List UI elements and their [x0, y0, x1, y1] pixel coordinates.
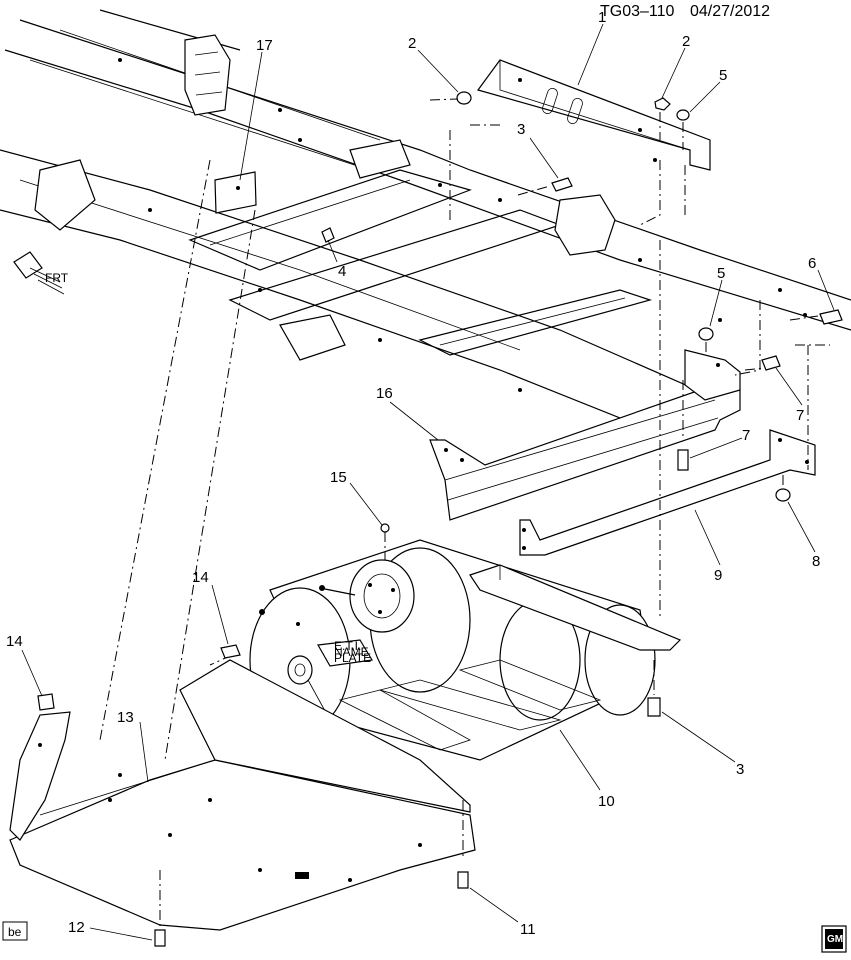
- callout-5a: 5: [719, 67, 727, 84]
- callout-6: 6: [808, 255, 816, 272]
- callout-14a: 14: [192, 569, 209, 586]
- part-13-skid-plate: [9, 659, 476, 931]
- callout-13: 13: [117, 709, 134, 726]
- callout-2b: 2: [682, 33, 690, 50]
- diagram-date: 04/27/2012: [690, 3, 770, 20]
- fastener-12-bolt: [154, 929, 166, 947]
- callout-10: 10: [598, 793, 615, 810]
- callout-labels: 1 2 2 3 3 4 5 5 6 7 7 8 9 10 11 12 13 14…: [6, 9, 820, 938]
- gm-logo-text: GM: [827, 934, 843, 945]
- gm-logo: GM: [821, 925, 847, 953]
- fastener-14a-bolt: [220, 644, 241, 659]
- part-1-upper-bracket: [477, 59, 711, 171]
- callout-3b: 3: [736, 761, 744, 778]
- fastener-3a-bolt: [517, 177, 573, 196]
- callout-4: 4: [338, 263, 346, 280]
- footer-tag-box: be: [2, 921, 28, 941]
- fastener-5b-washer: [698, 327, 714, 380]
- fastener-3b-bolt: [647, 660, 661, 717]
- callout-9: 9: [714, 567, 722, 584]
- fastener-14b-bolt: [37, 693, 55, 711]
- callout-8: 8: [812, 553, 820, 570]
- vehicle-frame: [0, 9, 851, 431]
- callout-5b: 5: [717, 265, 725, 282]
- footer-tag-label: be: [8, 925, 22, 939]
- fastener-2b-nut: [654, 97, 671, 140]
- callout-11: 11: [520, 921, 536, 938]
- callout-1: 1: [598, 9, 606, 26]
- fastener-15-nut: [380, 523, 390, 533]
- fastener-2a-nut: [429, 91, 472, 105]
- fastener-7a-bolt: [761, 355, 781, 371]
- callout-7a: 7: [796, 407, 804, 424]
- forward-arrow-icon: FRT: [13, 251, 69, 295]
- diagram-id: TG03–110: [600, 3, 675, 20]
- callout-14b: 14: [6, 633, 23, 650]
- callout-7b: 7: [742, 427, 750, 444]
- callout-15: 15: [330, 469, 347, 486]
- nameplate-line-3: PLATE: [334, 651, 371, 665]
- callout-17: 17: [256, 37, 273, 54]
- leader-lines: [21, 23, 835, 941]
- fastener-6-bolt: [789, 309, 843, 325]
- fastener-5a-washer: [676, 109, 690, 150]
- callout-2a: 2: [408, 35, 416, 52]
- callout-16: 16: [376, 385, 393, 402]
- part-4-clip: [321, 227, 335, 243]
- part-17-plate: [214, 171, 257, 214]
- part-10-fuel-tank: E.T.I. NAME PLATE: [249, 539, 682, 761]
- fastener-8-nut: [775, 475, 791, 502]
- fastener-7b-bolt: [677, 449, 689, 471]
- part-16-bracket: [429, 349, 741, 521]
- nameplate-line-1: E.T.I.: [334, 639, 361, 653]
- nameplate-line-2: NAME: [334, 645, 369, 659]
- callout-3a: 3: [517, 121, 525, 138]
- fastener-11-bolt: [457, 871, 469, 889]
- forward-label: FRT: [45, 271, 69, 285]
- part-9-bracket: [519, 429, 816, 556]
- callout-12: 12: [68, 919, 85, 936]
